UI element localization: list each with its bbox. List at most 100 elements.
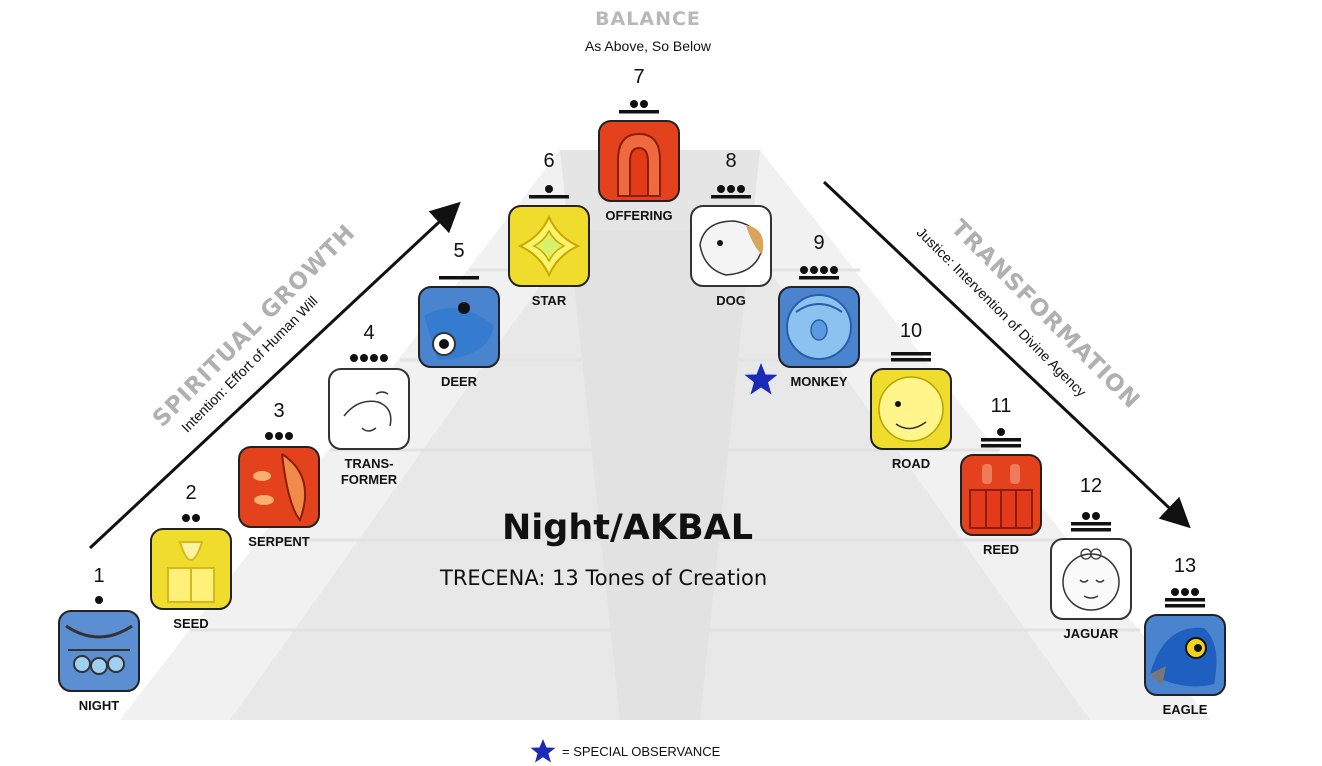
numeral-bar	[799, 276, 839, 280]
tone-number: 5	[453, 240, 465, 262]
night-glyph-icon	[58, 610, 140, 692]
numeral-dot	[370, 354, 378, 362]
numeral-dot	[820, 266, 828, 274]
numeral-dot	[1181, 588, 1189, 596]
tone-label: DEER	[440, 374, 478, 389]
tone-label: EAGLE	[1162, 702, 1208, 717]
numeral-bar	[891, 352, 931, 356]
special-observance-star-icon	[530, 739, 556, 763]
tone-number: 4	[363, 322, 375, 344]
numeral-bar	[439, 276, 479, 280]
tone-label: DOG	[716, 293, 746, 308]
tone-number: 13	[1173, 555, 1197, 577]
mayan-numeral-4	[350, 354, 388, 362]
dog-glyph-icon	[690, 205, 772, 287]
numeral-dot	[1191, 588, 1199, 596]
tone-label: TRANS-FORMER	[340, 456, 398, 487]
tone-number: 10	[899, 320, 923, 342]
numeral-dot	[737, 185, 745, 193]
mayan-numeral-2	[182, 514, 200, 522]
seed-glyph-icon	[150, 528, 232, 610]
tone-number: 11	[990, 395, 1012, 417]
tone-label: SERPENT	[248, 534, 310, 549]
mayan-numeral-12	[1071, 512, 1111, 532]
numeral-dot	[810, 266, 818, 274]
numeral-bar	[711, 195, 751, 199]
growth-arrow	[88, 201, 461, 550]
numeral-dot	[192, 514, 200, 522]
transformer-glyph-icon	[328, 368, 410, 450]
numeral-dot	[717, 185, 725, 193]
mayan-numeral-1	[95, 596, 103, 604]
jaguar-glyph-icon	[1050, 538, 1132, 620]
mayan-numeral-3	[265, 432, 293, 440]
numeral-bar	[619, 110, 659, 114]
numeral-dot	[830, 266, 838, 274]
tone-label: JAGUAR	[1063, 626, 1119, 641]
numeral-dot	[95, 596, 103, 604]
numeral-dot	[265, 432, 273, 440]
numeral-dot	[1082, 512, 1090, 520]
serpent-glyph-icon	[238, 446, 320, 528]
numeral-dot	[630, 100, 638, 108]
numeral-dot	[285, 432, 293, 440]
mayan-numeral-8	[711, 185, 751, 199]
special-observance-star-icon	[744, 363, 778, 395]
mayan-numeral-9	[799, 266, 839, 280]
numeral-bar	[1165, 604, 1205, 608]
tone-label: STAR	[531, 293, 567, 308]
center-title: Night/AKBAL	[502, 508, 754, 548]
tone-number: 6	[543, 150, 555, 172]
deer-glyph-icon	[418, 286, 500, 368]
mayan-numeral-5	[439, 276, 479, 280]
numeral-dot	[727, 185, 735, 193]
numeral-dot	[640, 100, 648, 108]
mayan-numeral-6	[529, 185, 569, 199]
numeral-bar	[529, 195, 569, 199]
center-subtitle: TRECENA: 13 Tones of Creation	[440, 566, 768, 590]
numeral-bar	[1071, 528, 1111, 532]
tone-number: 1	[93, 565, 105, 587]
tone-number: 8	[725, 150, 737, 172]
numeral-dot	[545, 185, 553, 193]
mayan-numeral-11	[981, 428, 1021, 448]
mayan-numeral-13	[1165, 588, 1205, 608]
transformation-arrow	[822, 180, 1191, 529]
tone-number: 12	[1079, 475, 1103, 497]
numeral-dot	[1171, 588, 1179, 596]
mayan-numeral-10	[891, 352, 931, 362]
tone-number: 3	[273, 400, 285, 422]
legend-text: = SPECIAL OBSERVANCE	[562, 744, 721, 759]
numeral-dot	[1092, 512, 1100, 520]
eagle-glyph-icon	[1144, 614, 1226, 696]
tone-label: NIGHT	[78, 698, 120, 713]
balance-subtitle: As Above, So Below	[584, 38, 712, 54]
numeral-bar	[981, 438, 1021, 442]
monkey-glyph-icon	[778, 286, 860, 368]
numeral-bar	[1165, 598, 1205, 602]
reed-glyph-icon	[960, 454, 1042, 536]
numeral-dot	[800, 266, 808, 274]
numeral-dot	[380, 354, 388, 362]
tone-label: SEED	[173, 616, 209, 631]
tone-label: ROAD	[891, 456, 931, 471]
balance-title: BALANCE	[595, 8, 701, 30]
tone-number: 7	[633, 66, 645, 88]
road-glyph-icon	[870, 368, 952, 450]
numeral-dot	[360, 354, 368, 362]
mayan-numeral-7	[619, 100, 659, 114]
tone-label: REED	[982, 542, 1020, 557]
tone-label: OFFERING	[605, 208, 673, 223]
numeral-bar	[981, 444, 1021, 448]
tone-number: 2	[185, 482, 197, 504]
numeral-bar	[1071, 522, 1111, 526]
offering-glyph-icon	[598, 120, 680, 202]
tone-label: MONKEY	[790, 374, 848, 389]
tone-number: 9	[813, 232, 825, 254]
numeral-dot	[997, 428, 1005, 436]
numeral-dot	[182, 514, 190, 522]
star-glyph-icon	[508, 205, 590, 287]
numeral-dot	[350, 354, 358, 362]
